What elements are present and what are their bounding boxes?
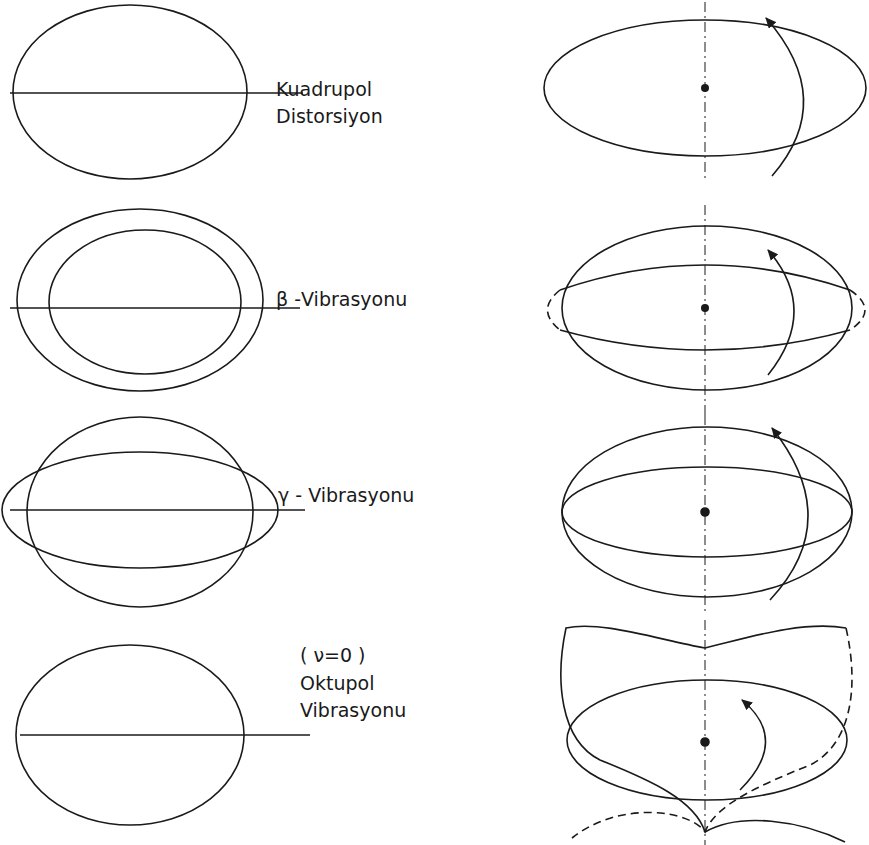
symmetry-axis [705,620,706,845]
spherical-outline [13,5,247,179]
axis-line [10,92,303,94]
outer-outline [17,209,263,391]
mode-label: ( ν=0 ) [300,642,420,669]
octupole-outline [705,821,845,842]
rotation-arrow [770,428,808,600]
octupole-outline-dashed [572,628,852,838]
axis-line [20,734,310,736]
deformed-outline [562,226,852,390]
symmetry-axis [705,415,706,612]
rotation-arrow [768,250,794,375]
octupole-outline [561,626,705,832]
deformed-outline [567,680,847,800]
axis-line [10,307,300,309]
center-dot [701,84,709,92]
shape-label: Oktupol Vibrasyonu [300,670,430,724]
shape-label: Kuadrupol Distorsiyon [276,76,406,130]
inner-outline [49,230,241,374]
shape-label: β -Vibrasyonu [276,286,476,313]
rotation-arrow [740,700,766,790]
deformed-outline [544,20,866,156]
octupole-outline [705,626,846,648]
vibration-outline [548,290,866,330]
outer-outline [27,417,253,607]
rotation-arrow [766,18,804,176]
axis-line [10,509,305,511]
center-dot [701,304,709,312]
shape-label: γ - Vibrasyonu [278,482,478,509]
